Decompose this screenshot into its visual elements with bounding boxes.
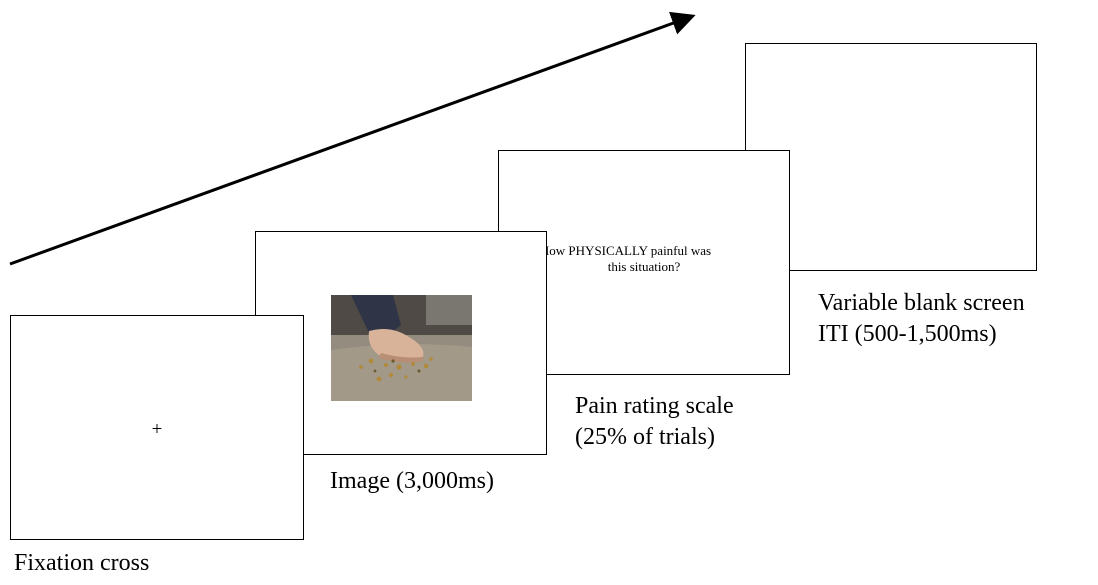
pain-rating-question: How PHYSICALLY painful was this situatio… — [499, 243, 789, 275]
pain-rating-caption-line-2: (25% of trials) — [575, 424, 715, 450]
iti-caption: Variable blank screen ITI (500-1,500ms) — [818, 288, 1025, 350]
fixation-caption-text: Fixation cross — [14, 550, 150, 576]
pain-rating-caption: Pain rating scale (25% of trials) — [575, 391, 734, 453]
fixation-cross: + — [151, 419, 163, 440]
fixation-screen: + — [10, 315, 304, 540]
question-line-1: How PHYSICALLY painful was — [539, 243, 712, 258]
pain-rating-caption-line-1: Pain rating scale — [575, 393, 734, 419]
fixation-caption: Fixation cross — [14, 548, 149, 579]
iti-caption-line-1: Variable blank screen — [818, 290, 1025, 316]
iti-caption-line-2: ITI (500-1,500ms) — [818, 321, 997, 347]
question-line-2: this situation? — [607, 259, 681, 274]
foot-stepping-on-tacks-photo — [331, 295, 472, 401]
image-caption-text: Image (3,000ms) — [330, 468, 494, 494]
image-caption: Image (3,000ms) — [330, 466, 494, 497]
